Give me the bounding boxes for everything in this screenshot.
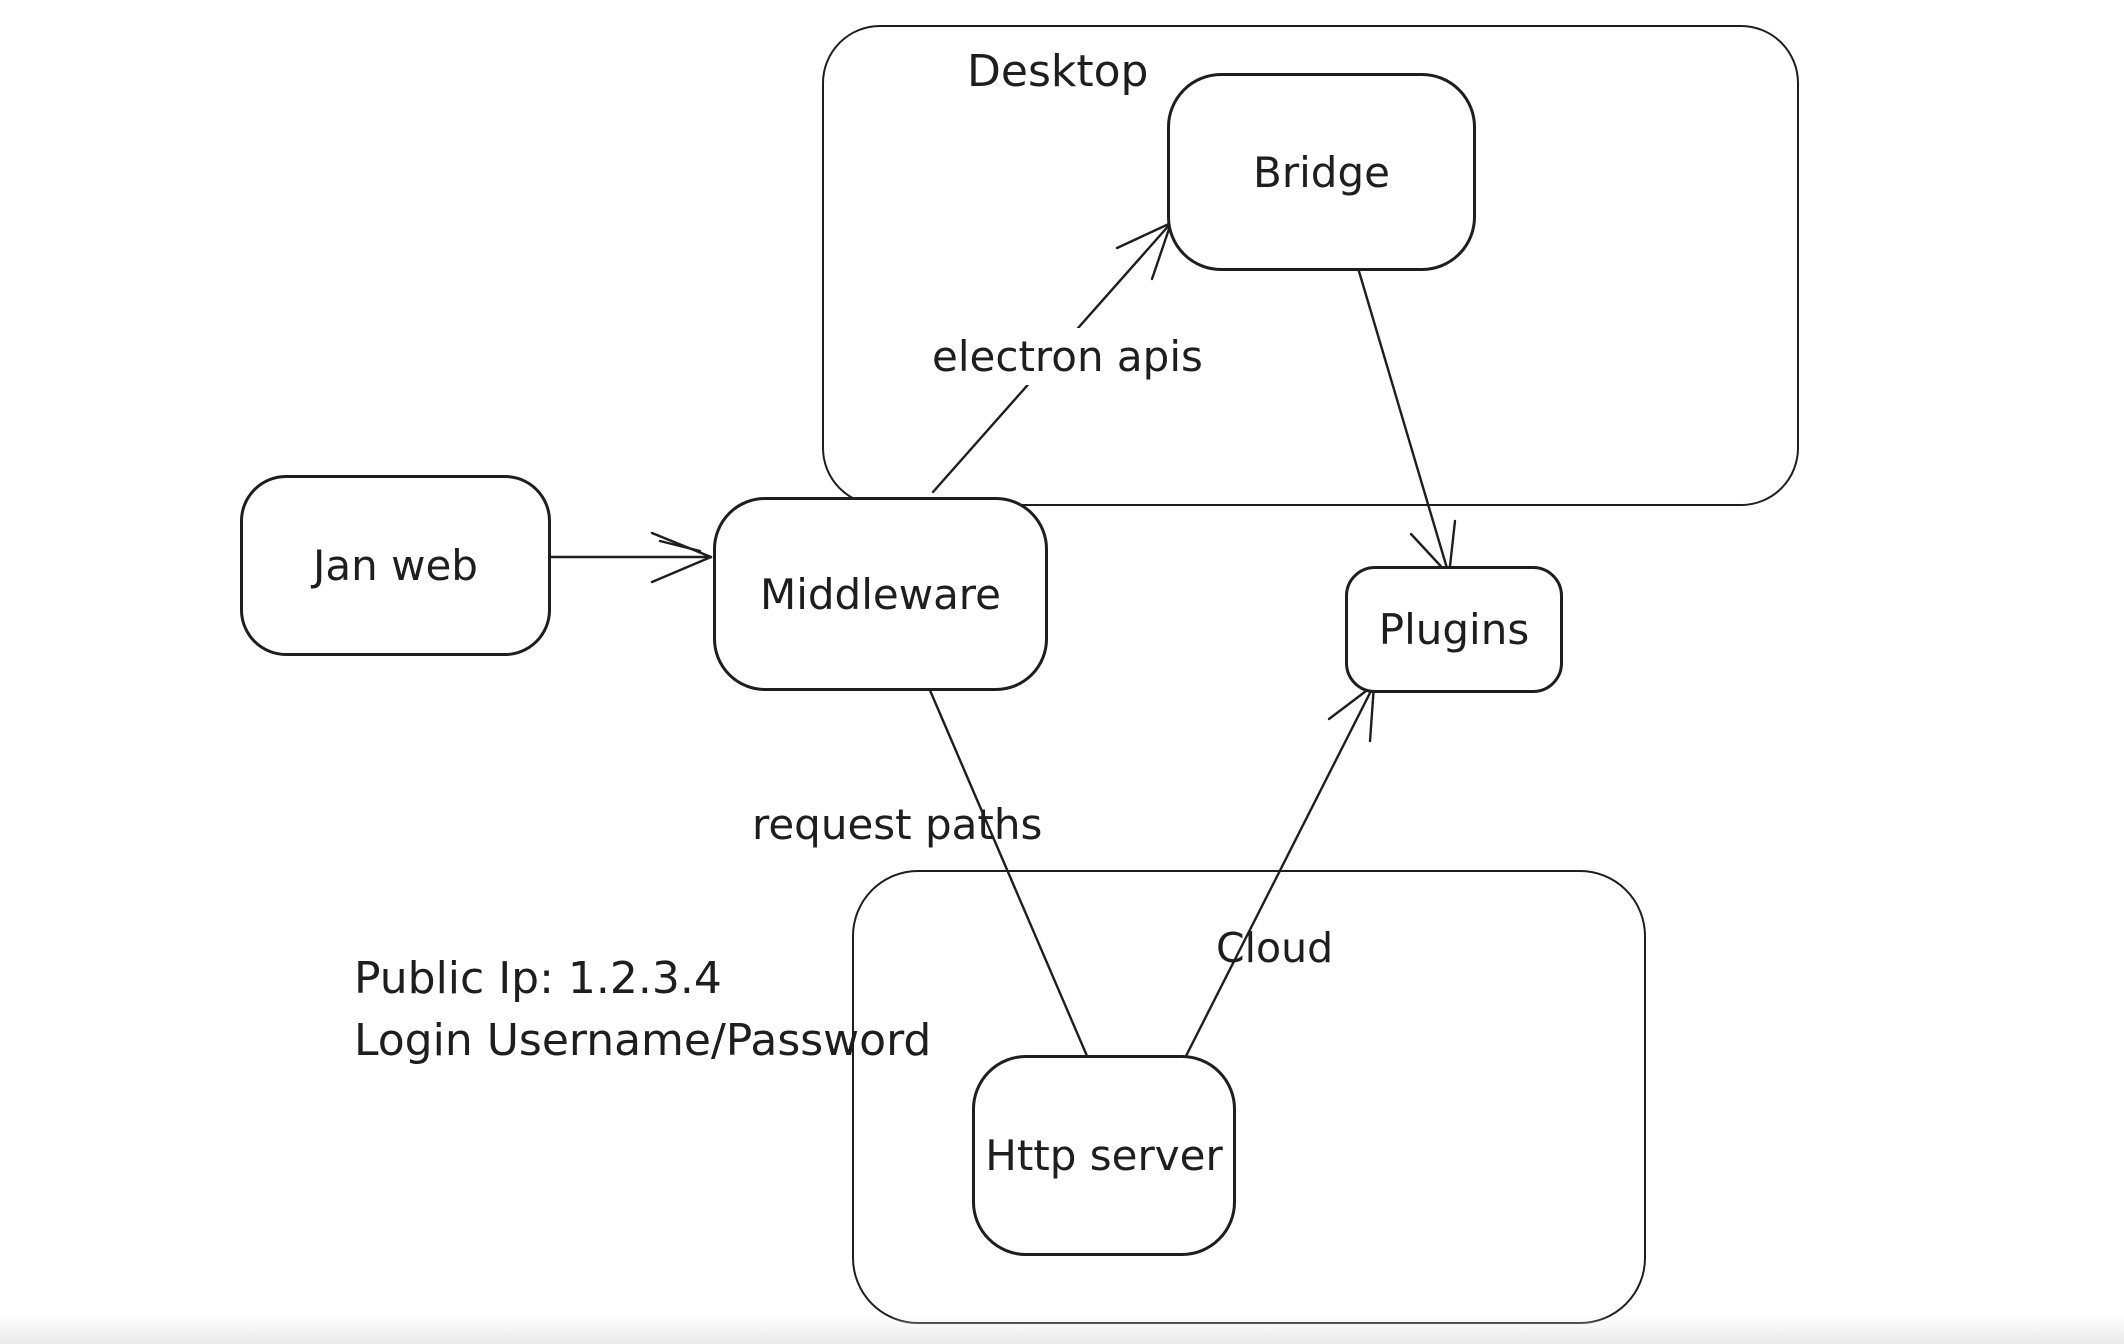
public-ip-text: Public Ip: 1.2.3.4 bbox=[354, 953, 722, 1004]
desktop-container-box[interactable] bbox=[822, 25, 1799, 506]
node-bridge-label: Bridge bbox=[1253, 147, 1390, 197]
credentials-annotation: Public Ip: 1.2.3.4 Login Username/Passwo… bbox=[354, 948, 931, 1072]
cloud-container-label: Cloud bbox=[1216, 924, 1334, 972]
edge-label-request-paths: request paths bbox=[752, 800, 1043, 849]
node-plugins-label: Plugins bbox=[1378, 605, 1530, 654]
login-text: Login Username/Password bbox=[354, 1015, 932, 1066]
desktop-container-label: Desktop bbox=[967, 46, 1149, 97]
edge-bridge-to-plugins bbox=[1356, 266, 1457, 577]
node-middleware[interactable]: Middleware bbox=[713, 497, 1048, 691]
edge-http-server-to-plugins bbox=[1184, 683, 1376, 1058]
node-plugins[interactable]: Plugins bbox=[1345, 566, 1563, 693]
edge-middleware-to-http-server bbox=[927, 686, 1089, 1058]
node-jan-web[interactable]: Jan web bbox=[240, 475, 551, 656]
node-http-server-label: Http server bbox=[985, 1131, 1223, 1180]
node-middleware-label: Middleware bbox=[759, 569, 1001, 619]
node-bridge[interactable]: Bridge bbox=[1167, 73, 1476, 271]
node-jan-web-label: Jan web bbox=[313, 541, 478, 590]
node-http-server[interactable]: Http server bbox=[972, 1055, 1236, 1256]
edge-label-electron-apis: electron apis bbox=[922, 328, 1213, 385]
edge-jan-web-to-middleware bbox=[547, 531, 713, 584]
